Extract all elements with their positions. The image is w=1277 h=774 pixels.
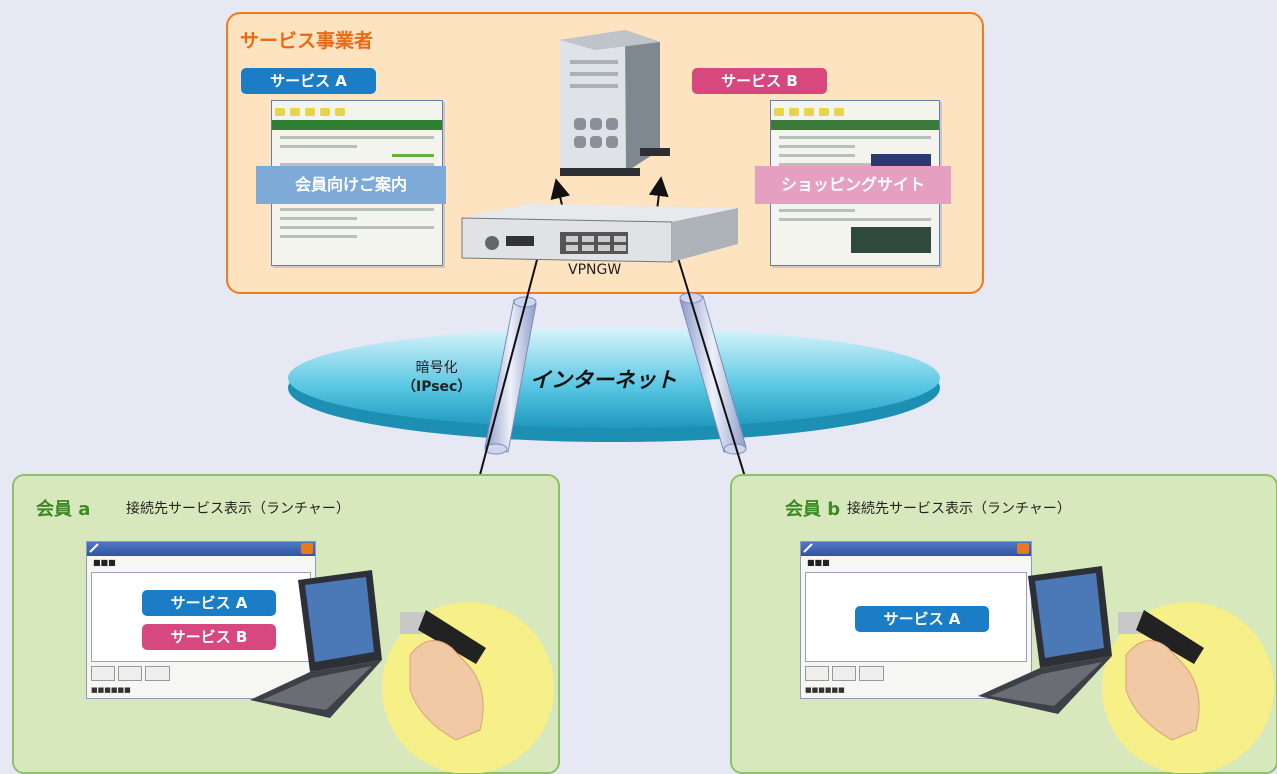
- internet-cloud-icon: [288, 328, 940, 442]
- internet-label: インターネット: [530, 368, 677, 392]
- service-b-caption: ショッピングサイト: [755, 166, 951, 204]
- window-menubar: ■■■: [93, 558, 116, 567]
- laptop-icon: [250, 570, 382, 718]
- window-titlebar: [801, 542, 1031, 556]
- launcher-buttons: [91, 666, 173, 681]
- encryption-label-line1: 暗号化: [415, 360, 458, 376]
- service-a-label: サービス A: [241, 68, 376, 94]
- window-titlebar: [87, 542, 315, 556]
- provider-title: サービス事業者: [240, 30, 374, 52]
- usb-key-icon: [400, 610, 1204, 664]
- vpn-gateway-label: VPNGW: [568, 262, 622, 278]
- window-statusbar: ■■■■■■: [805, 686, 845, 694]
- member-b-description: 接続先サービス表示（ランチャー）: [847, 501, 1071, 517]
- service-a-caption: 会員向けご案内: [256, 166, 446, 204]
- launcher-item-service-b[interactable]: サービス B: [142, 624, 276, 650]
- window-statusbar: ■■■■■■: [91, 686, 131, 694]
- service-b-label: サービス B: [692, 68, 827, 94]
- pen-icon: [89, 543, 813, 553]
- encryption-label: 暗号化 （IPsec）: [402, 359, 471, 397]
- window-menubar: ■■■: [807, 558, 830, 567]
- server-icon: [560, 30, 670, 176]
- close-icon[interactable]: [1017, 543, 1029, 554]
- launcher-window-b: ■■■ ■■■■■■: [800, 541, 1032, 699]
- hand-icon: [409, 640, 1200, 741]
- encryption-label-line2: （IPsec）: [402, 379, 472, 395]
- launcher-item-service-a[interactable]: サービス A: [142, 590, 276, 616]
- laptop-icon: [978, 566, 1112, 714]
- member-b-title: 会員 b: [785, 499, 841, 520]
- member-a-description: 接続先サービス表示（ランチャー）: [126, 501, 350, 517]
- launcher-buttons: [805, 666, 887, 681]
- service-a-website-thumbnail: [271, 100, 443, 266]
- vpn-gateway-icon: [461, 204, 738, 263]
- member-a-title: 会員 a: [36, 499, 91, 520]
- vpn-tunnel-left-icon: [484, 296, 537, 455]
- launcher-item-service-a[interactable]: サービス A: [855, 606, 989, 632]
- launcher-window-a: ■■■ ■■■■■■: [86, 541, 316, 699]
- close-icon[interactable]: [301, 543, 313, 554]
